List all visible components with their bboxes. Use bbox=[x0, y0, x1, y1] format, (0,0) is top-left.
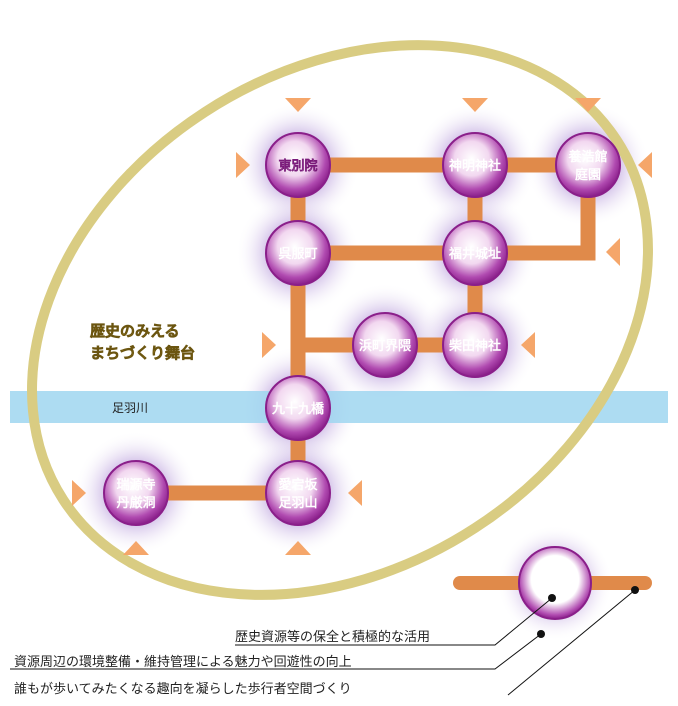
legend-item-pedestrian: 誰もが歩いてみたくなる趣向を凝らした歩行者空間づくり bbox=[14, 682, 352, 697]
node-label: 養浩館 bbox=[567, 149, 607, 165]
stage-title-line: まちづくり舞台 bbox=[90, 344, 195, 362]
node-label: 浜町界隈 bbox=[359, 338, 412, 354]
river bbox=[10, 391, 668, 423]
node-label: 福井城址 bbox=[448, 246, 501, 262]
node-label: 呉服町 bbox=[278, 246, 317, 262]
node-yokokan: 養浩館 庭園 bbox=[555, 132, 621, 198]
node-label: 柴田神社 bbox=[448, 338, 501, 354]
node-gofukucho: 呉服町 bbox=[265, 220, 331, 286]
node-label: 瑞源寺 bbox=[116, 477, 155, 493]
legend-graphic bbox=[10, 546, 652, 696]
stage-title-line: 歴史のみえる bbox=[90, 322, 180, 340]
node-higashibetsuin: 東別院 bbox=[265, 132, 331, 198]
node-shinmei: 神明神社 bbox=[442, 132, 508, 198]
node-label: 神明神社 bbox=[449, 158, 501, 174]
node-label: 東別院 bbox=[278, 158, 317, 174]
node-label: 九十九橋 bbox=[271, 401, 325, 417]
node-label: 愛宕坂 bbox=[278, 477, 318, 493]
node-atagozaka: 愛宕坂 足羽山 bbox=[265, 460, 331, 526]
access-arrows bbox=[72, 98, 652, 555]
stage-title: 歴史のみえる まちづくり舞台 bbox=[90, 322, 196, 363]
node-fukuijo: 福井城址 bbox=[442, 220, 508, 286]
node-label: 丹厳洞 bbox=[116, 495, 155, 511]
river-label: 足羽川 bbox=[112, 401, 148, 415]
legend-item-environment: 資源周辺の環境整備・維持管理による魅力や回遊性の向上 bbox=[14, 655, 352, 670]
node-shibata: 柴田神社 bbox=[442, 312, 508, 378]
node-tsukumo: 九十九橋 bbox=[265, 375, 331, 441]
node-label: 庭園 bbox=[575, 167, 601, 183]
node-label: 足羽山 bbox=[278, 495, 317, 511]
node-hamamachi: 浜町界隈 bbox=[352, 312, 418, 378]
legend-item-preservation: 歴史資源等の保全と積極的な活用 bbox=[235, 630, 431, 645]
node-zuigenji: 瑞源寺 丹厳洞 bbox=[103, 460, 169, 526]
